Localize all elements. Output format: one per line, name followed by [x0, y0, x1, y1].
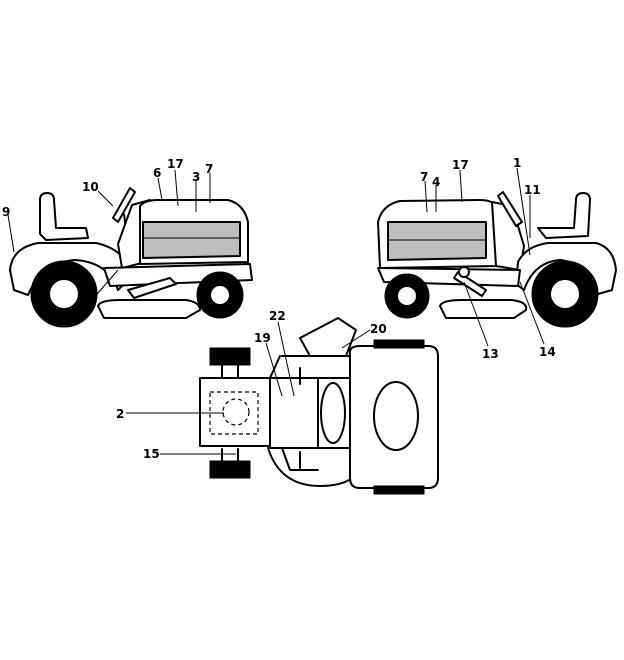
- tractor-top-view: [199, 317, 439, 495]
- leader-10: [97, 190, 114, 207]
- rear-fender-right: [515, 242, 617, 295]
- callout-22: 22: [269, 309, 286, 323]
- dash-oval: [320, 382, 346, 444]
- callout-7-right: 7: [420, 170, 428, 184]
- leader-17a: [174, 169, 179, 207]
- steering-wheel-right: [497, 191, 523, 227]
- leader-20: [341, 329, 371, 349]
- callout-9: 9: [2, 205, 10, 219]
- rear-wheel-hub-right: [549, 278, 581, 310]
- callout-4: 4: [432, 175, 440, 189]
- callout-19: 19: [254, 331, 271, 345]
- leader-19: [265, 342, 283, 397]
- callout-7: 7: [205, 162, 213, 176]
- steering-wheel: [112, 187, 136, 223]
- seat-right: [537, 192, 591, 239]
- axle-lines: [221, 364, 239, 462]
- callout-20: 20: [370, 322, 387, 336]
- rear-tire-bottom: [209, 460, 251, 479]
- leader-14b: [519, 281, 545, 345]
- label-circle-dashed: [222, 398, 250, 426]
- front-wheel-hub-right: [396, 285, 418, 307]
- callout-14-right: 14: [539, 345, 556, 359]
- callout-15: 15: [143, 447, 160, 461]
- tractor-left-view: [9, 187, 253, 328]
- hood-side-panel-right: [387, 221, 487, 261]
- front-tire-top: [373, 339, 425, 349]
- front-tire-bottom: [373, 485, 425, 495]
- callout-17: 17: [167, 157, 184, 171]
- leader-7b: [424, 180, 428, 213]
- leader-9: [7, 214, 15, 253]
- fender-curve-bottom: [267, 447, 361, 487]
- callout-2: 2: [116, 407, 124, 421]
- callout-13: 13: [482, 347, 499, 361]
- leader-lines: [7, 167, 545, 455]
- hood-side-panel: [142, 221, 241, 259]
- body-outline: [269, 355, 319, 471]
- callout-labels: 9 10 6 17 3 7 14 7 4 17 1 11 13 14 22 19…: [2, 156, 556, 461]
- rear-wheel-hub: [48, 278, 80, 310]
- leader-6: [157, 177, 163, 201]
- mower-deck-right: [439, 299, 528, 319]
- lever-knob-right: [458, 266, 470, 278]
- leader-13: [463, 281, 489, 347]
- leader-22: [277, 321, 295, 397]
- callout-1: 1: [513, 156, 521, 170]
- callout-3: 3: [192, 170, 200, 184]
- leader-17b: [459, 169, 463, 203]
- rear-tire-top: [209, 347, 251, 366]
- callout-6: 6: [153, 166, 161, 180]
- label-area-dashed: [209, 391, 259, 435]
- seat-plate: [199, 377, 271, 447]
- leader-14a: [77, 269, 119, 317]
- callout-11: 11: [524, 183, 541, 197]
- hood-oval: [373, 381, 419, 451]
- front-wheel-hub: [209, 284, 231, 306]
- mower-deck: [97, 299, 201, 319]
- callout-17-right: 17: [452, 158, 469, 172]
- lift-lever: [127, 277, 177, 299]
- callout-14: 14: [62, 313, 79, 327]
- body-center: [269, 377, 319, 449]
- callout-10: 10: [82, 180, 99, 194]
- tractor-right-view: [377, 191, 617, 328]
- lift-lever-right: [453, 271, 487, 297]
- leader-1: [516, 167, 531, 256]
- discharge-chute: [299, 317, 357, 357]
- seat: [39, 192, 89, 241]
